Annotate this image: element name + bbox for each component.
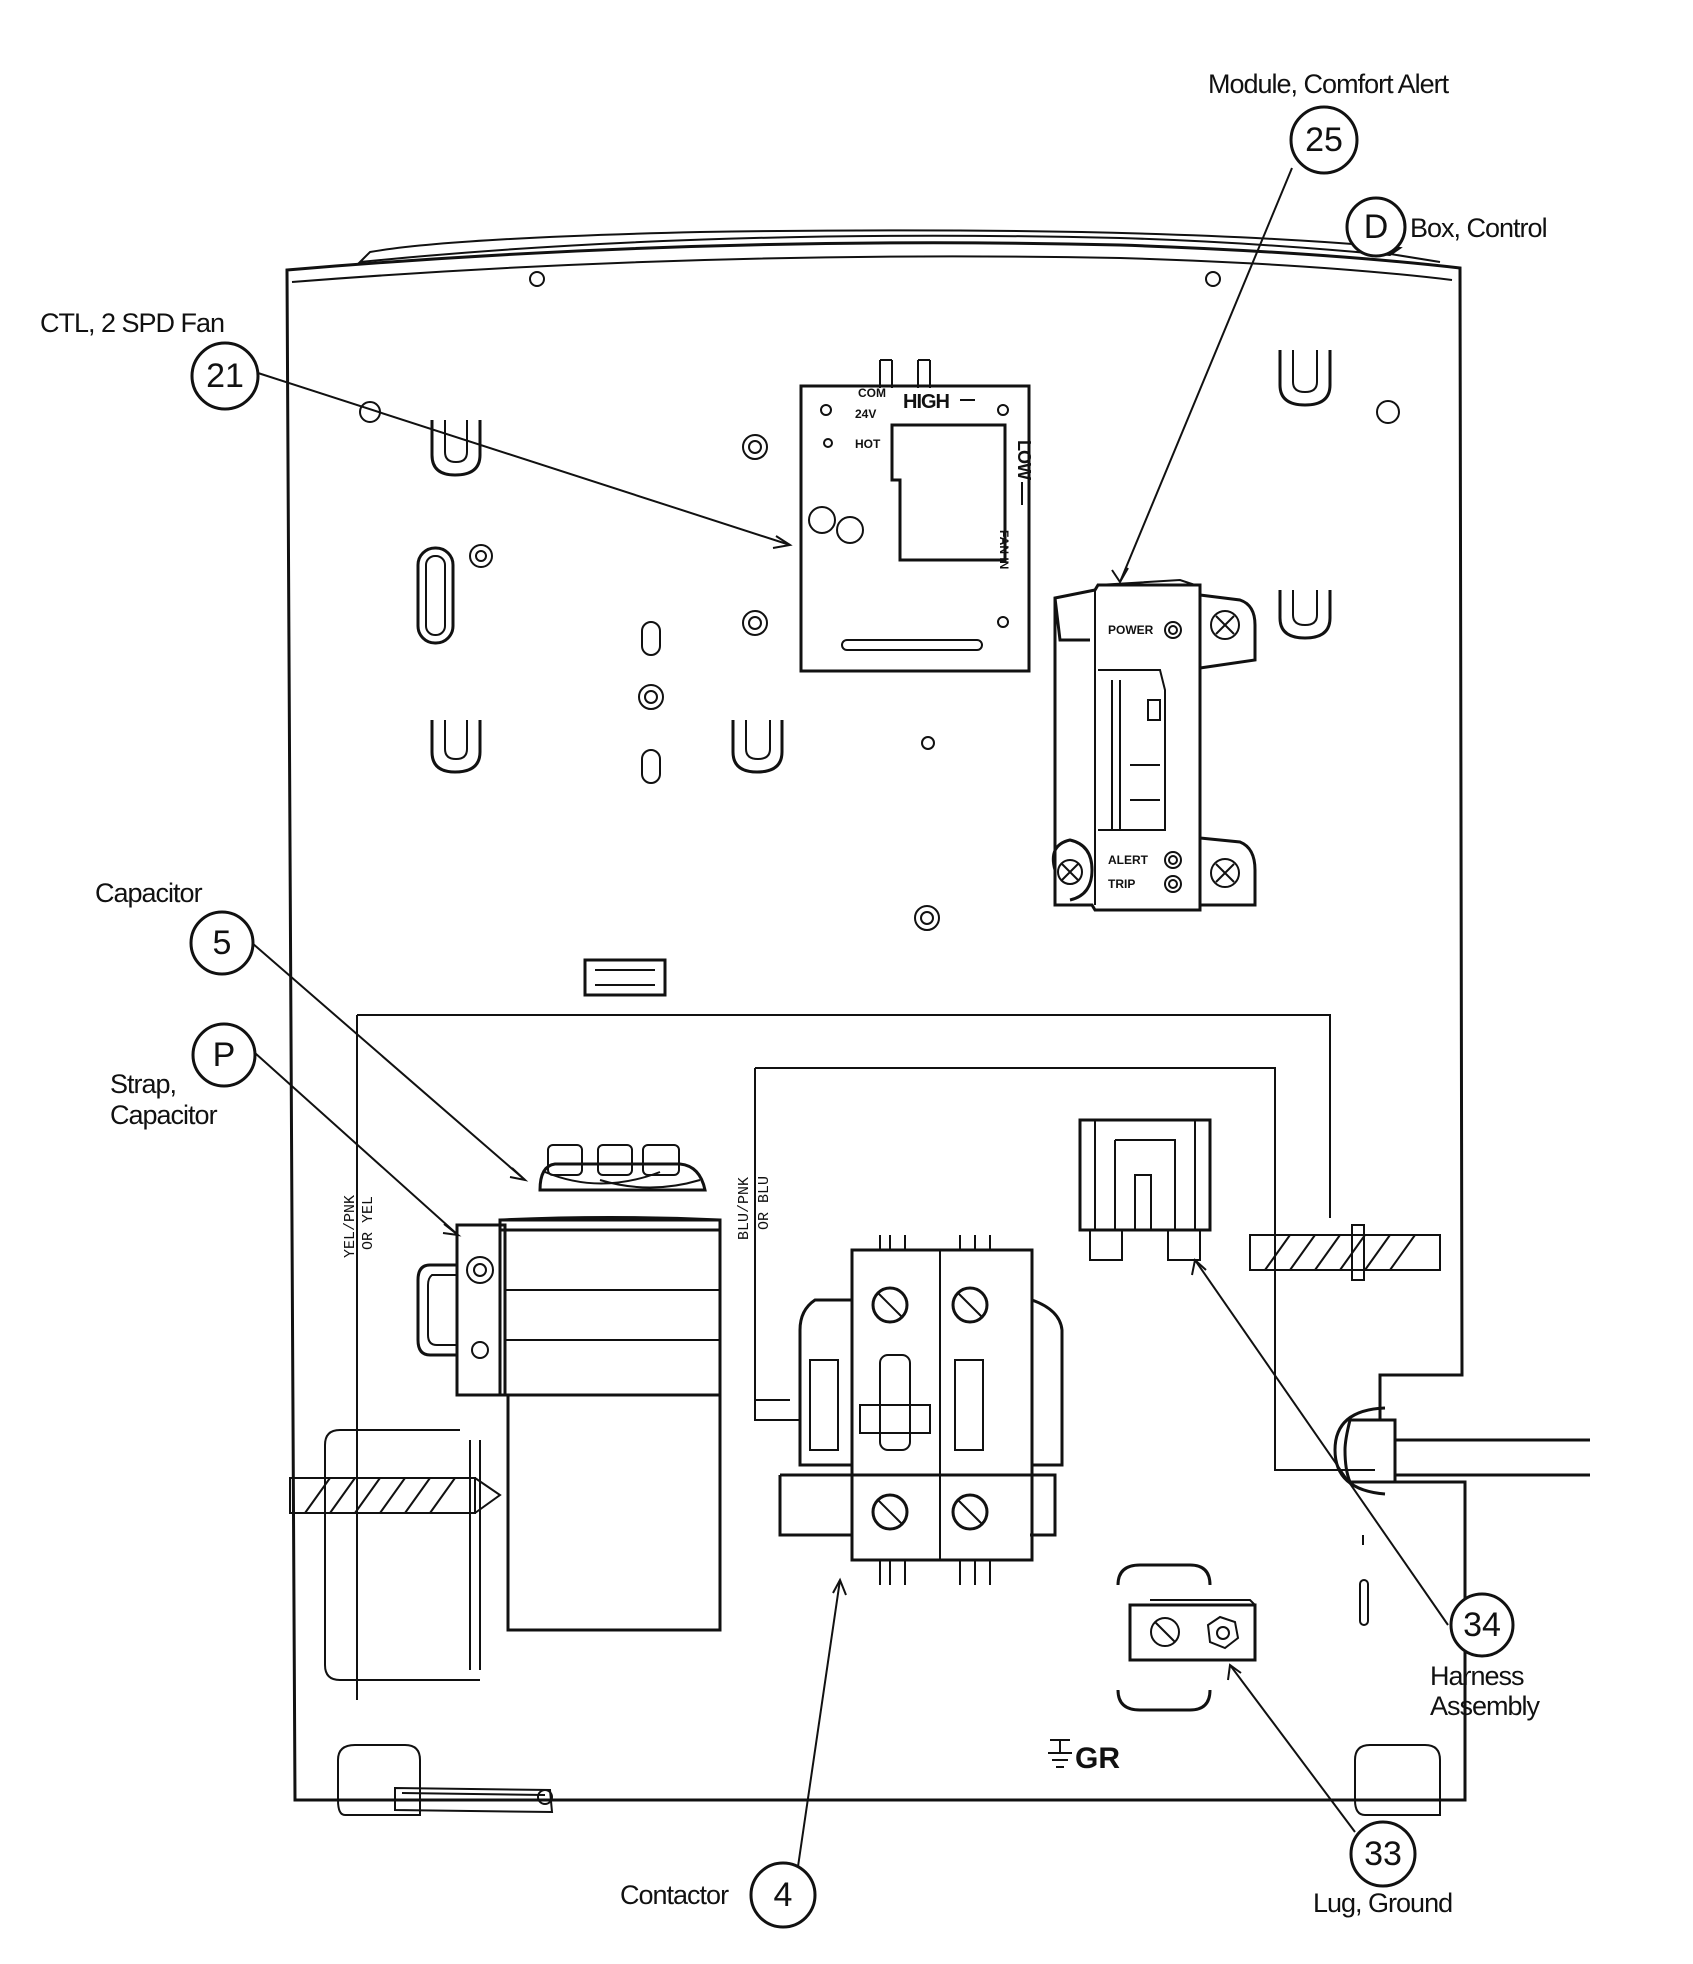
callout-34: 34 Harness Assembly: [1430, 1592, 1542, 1721]
lower-section-outline: [356, 1014, 1590, 1700]
callout-D-label: Box, Control: [1410, 213, 1547, 243]
module-alert-label: ALERT: [1108, 853, 1149, 867]
callout-25-number: 25: [1305, 121, 1343, 159]
callout-34-label-1: Harness: [1430, 1661, 1524, 1691]
wire-label-or-blu: OR BLU: [756, 1176, 773, 1230]
harness-plug: [1078, 1118, 1441, 1281]
callout-21-label: CTL, 2 SPD Fan: [40, 308, 224, 338]
ground-gr-label: GR: [1075, 1742, 1120, 1775]
callout-D: D Box, Control: [1345, 196, 1548, 258]
wire-labels: YEL/PNK OR YEL BLU/PNK OR BLU: [342, 1176, 790, 1401]
board-fan-in-label: FAN IN: [997, 530, 1011, 569]
callout-4: Contactor 4: [620, 1861, 817, 1929]
callout-D-number: D: [1364, 208, 1389, 246]
upper-panel-hardware: [359, 350, 1400, 997]
hatch-left: [304, 1477, 456, 1514]
leader-lines: [251, 167, 1449, 1888]
module-power-label: POWER: [1108, 623, 1154, 637]
callout-5: Capacitor 5: [95, 878, 255, 976]
callout-4-label: Contactor: [620, 1880, 729, 1910]
wire-label-blu-pnk: BLU/PNK: [736, 1177, 753, 1240]
callout-34-number: 34: [1463, 1606, 1501, 1644]
ground-lug: GR: [1048, 1535, 1369, 1775]
wire-label-or-yel: OR YEL: [360, 1196, 377, 1250]
board-low-label: LOW: [1014, 440, 1034, 480]
callout-21-number: 21: [206, 357, 244, 395]
callout-33-number: 33: [1364, 1835, 1402, 1873]
callout-P-label-1: Strap,: [110, 1069, 176, 1099]
board-high-label: HIGH: [903, 391, 950, 413]
callout-25: Module, Comfort Alert 25: [1208, 69, 1451, 175]
board-com-label: COM: [858, 386, 886, 400]
wire-label-yel-pnk: YEL/PNK: [342, 1195, 359, 1258]
callout-34-label-2: Assembly: [1430, 1691, 1541, 1721]
callout-4-number: 4: [774, 1876, 793, 1914]
callout-5-label: Capacitor: [95, 878, 203, 908]
callout-5-number: 5: [213, 924, 232, 962]
callout-25-label: Module, Comfort Alert: [1208, 69, 1450, 99]
board-hot-label: HOT: [855, 437, 881, 451]
callout-33: 33 Lug, Ground: [1313, 1820, 1453, 1918]
capacitor: [289, 1144, 722, 1681]
fan-control-board: COM 24V HOT HIGH LOW FAN IN: [799, 359, 1034, 673]
callout-P-label-2: Capacitor: [110, 1100, 218, 1130]
module-trip-label: TRIP: [1108, 877, 1135, 891]
callout-33-label: Lug, Ground: [1313, 1888, 1452, 1918]
control-box: [285, 229, 1467, 1816]
callout-P: P Strap, Capacitor: [110, 1022, 257, 1130]
callout-21: CTL, 2 SPD Fan 21: [40, 308, 260, 411]
callout-P-number: P: [213, 1036, 236, 1074]
board-24v-label: 24V: [855, 407, 876, 421]
comfort-alert-module: POWER ALERT TRIP: [1051, 578, 1257, 912]
contactor: [778, 1235, 1064, 1585]
